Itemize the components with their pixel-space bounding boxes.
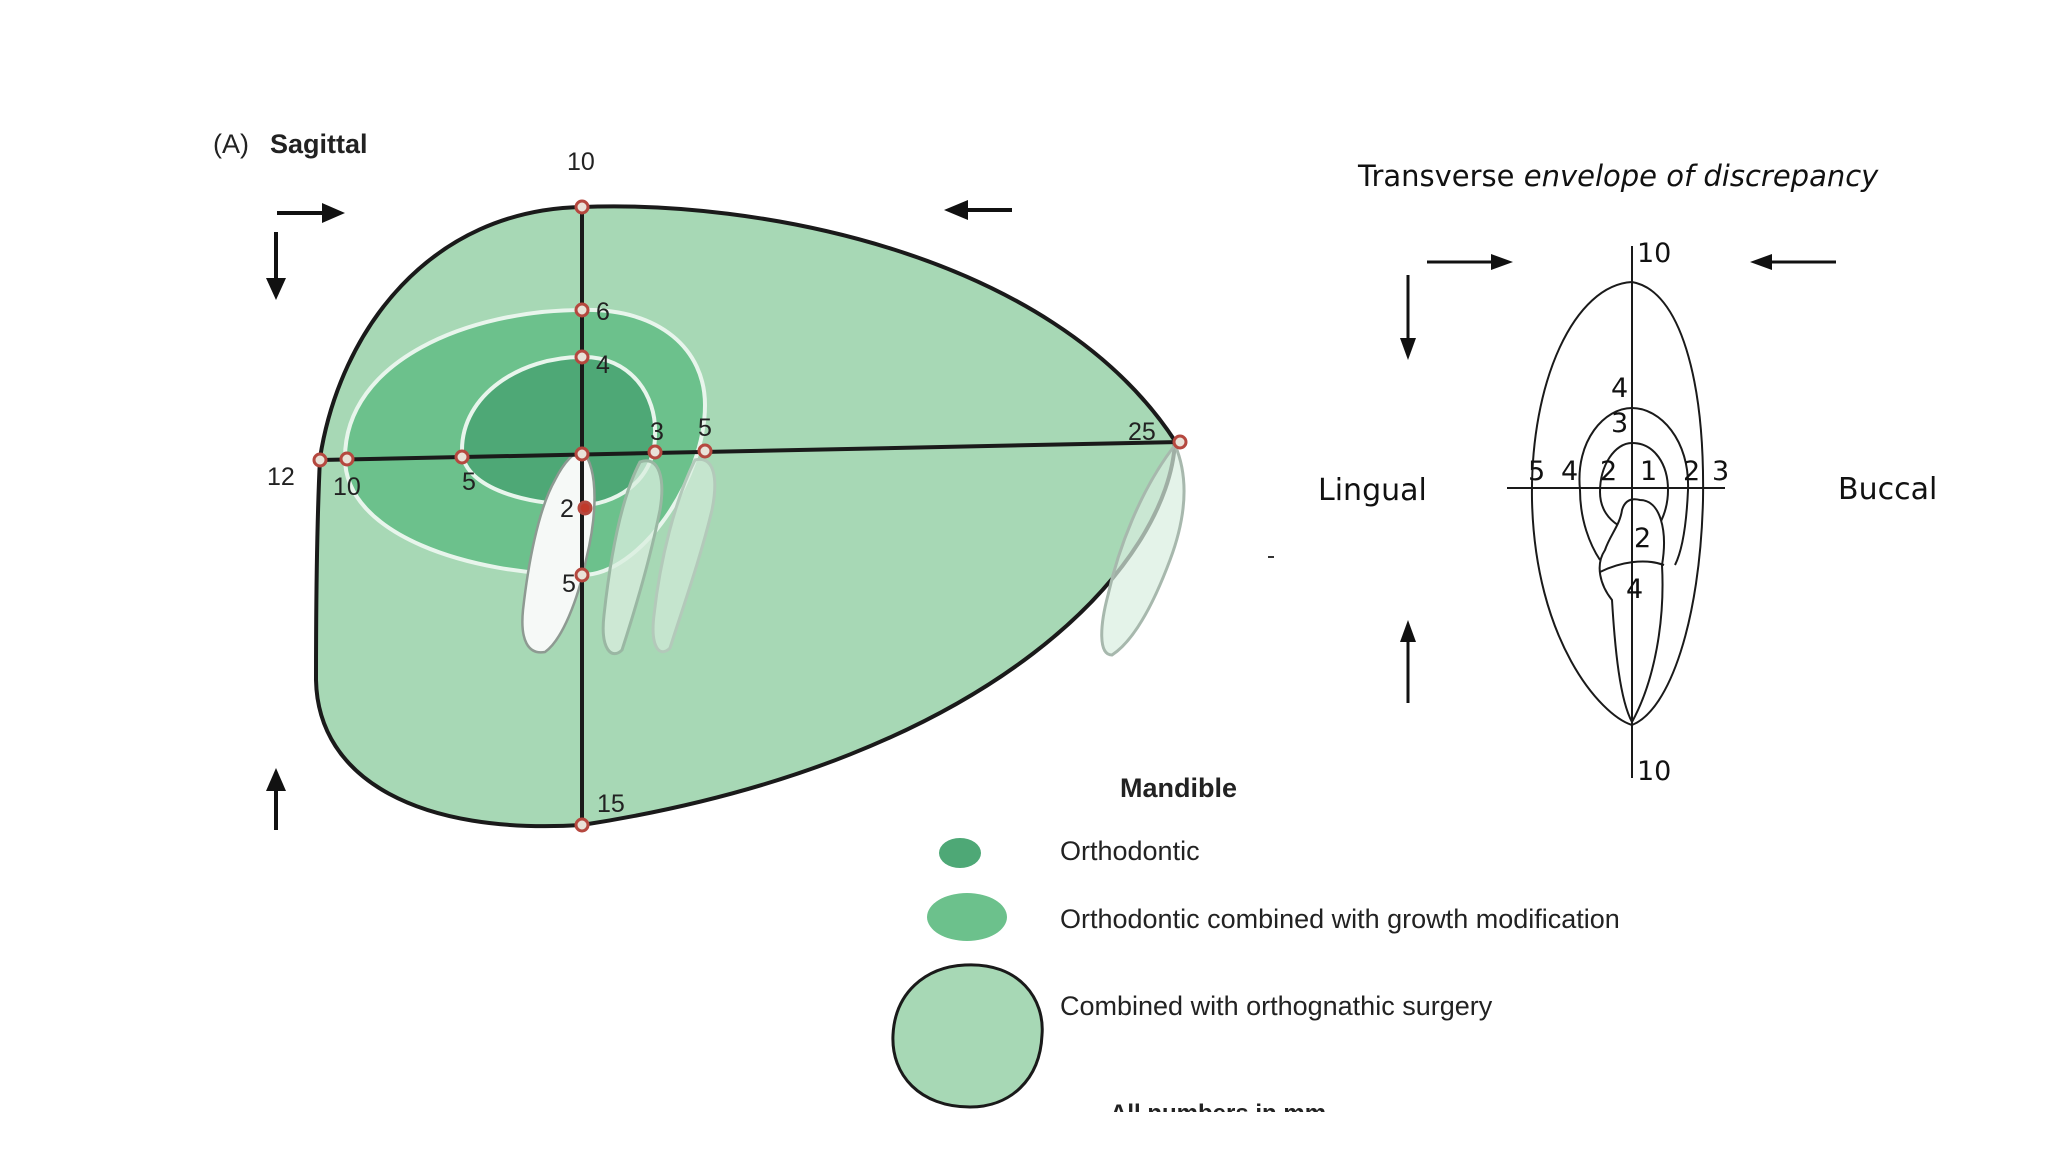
- legend-swatch-growth: [927, 893, 1007, 941]
- num-left-outer: 10: [333, 473, 361, 501]
- marker-right-outer: [699, 445, 711, 457]
- transverse-title: Transverse envelope of discrepancy: [1357, 159, 1879, 193]
- t-num-upper-inner: 3: [1611, 408, 1628, 439]
- marker-upper-outer: [576, 304, 588, 316]
- marker-bottom: [576, 819, 588, 831]
- t-num-right-2: 2: [1683, 456, 1700, 487]
- num-right-outer: 5: [698, 414, 712, 442]
- num-upper-inner: 4: [596, 351, 610, 379]
- legend-footnote-clip: All numbers in mm: [1110, 1100, 1326, 1127]
- t-num-upper-outer: 4: [1611, 373, 1628, 404]
- legend-footnote: All numbers in mm: [1110, 1100, 1326, 1127]
- panel-letter: (A): [213, 129, 249, 159]
- t-num-left-4: 4: [1561, 456, 1578, 487]
- arrow-left-icon: [944, 200, 1012, 220]
- t-num-top: 10: [1637, 238, 1671, 269]
- num-right: 25: [1128, 418, 1156, 446]
- legend-title: Mandible: [1120, 773, 1237, 803]
- arrow-right-icon: [277, 203, 345, 223]
- num-bottom: 15: [597, 790, 625, 818]
- num-upper-outer: 6: [596, 298, 610, 326]
- transverse-title-italic: envelope of discrepancy: [1524, 159, 1879, 193]
- marker-left: [314, 454, 326, 466]
- t-num-left-5: 5: [1528, 456, 1545, 487]
- t-arrow-left-icon: [1750, 254, 1836, 270]
- num-right-inner: 3: [650, 418, 664, 446]
- t-num-bottom: 10: [1637, 756, 1671, 787]
- marker-left-inner: [456, 451, 468, 463]
- transverse-panel: Transverse envelope of discrepancy Lingu…: [1268, 159, 1937, 787]
- legend: Mandible Orthodontic Orthodontic combine…: [893, 773, 1620, 1127]
- legend-label-orthodontic: Orthodontic: [1060, 836, 1200, 866]
- lingual-label: Lingual: [1318, 473, 1427, 508]
- t-num-right-1: 1: [1640, 456, 1657, 487]
- legend-swatch-surgery: [893, 965, 1042, 1107]
- sagittal-title: Sagittal: [270, 129, 368, 159]
- marker-tooth-low: [576, 569, 588, 581]
- buccal-label: Buccal: [1838, 472, 1937, 507]
- t-arrow-up-icon: [1400, 620, 1416, 703]
- marker-center: [576, 448, 588, 460]
- t-num-left-2: 2: [1600, 456, 1617, 487]
- marker-upper-inner: [576, 351, 588, 363]
- legend-label-surgery: Combined with orthognathic surgery: [1060, 991, 1493, 1021]
- num-top: 10: [567, 148, 595, 176]
- num-left: 12: [267, 463, 295, 491]
- marker-top: [576, 201, 588, 213]
- arrow-down-icon: [266, 232, 286, 300]
- t-num-tooth-upper: 2: [1634, 523, 1651, 554]
- legend-label-growth: Orthodontic combined with growth modific…: [1060, 904, 1620, 934]
- marker-left-outer: [341, 453, 353, 465]
- arrow-up-icon: [266, 768, 286, 830]
- t-num-tooth-lower: 4: [1626, 574, 1643, 605]
- t-num-right-3: 3: [1712, 456, 1729, 487]
- marker-right-inner: [649, 446, 661, 458]
- transverse-title-prefix: Transverse: [1357, 159, 1524, 193]
- t-arrow-right-icon: [1427, 254, 1513, 270]
- num-left-inner: 5: [462, 468, 476, 496]
- sagittal-panel: (A) Sagittal: [213, 129, 1186, 831]
- num-tooth-low: 5: [562, 570, 576, 598]
- marker-tooth-mid: [579, 502, 591, 514]
- t-arrow-down-icon: [1400, 275, 1416, 360]
- num-tooth-mid: 2: [560, 495, 574, 523]
- legend-swatch-orthodontic: [939, 838, 981, 868]
- marker-right: [1174, 436, 1186, 448]
